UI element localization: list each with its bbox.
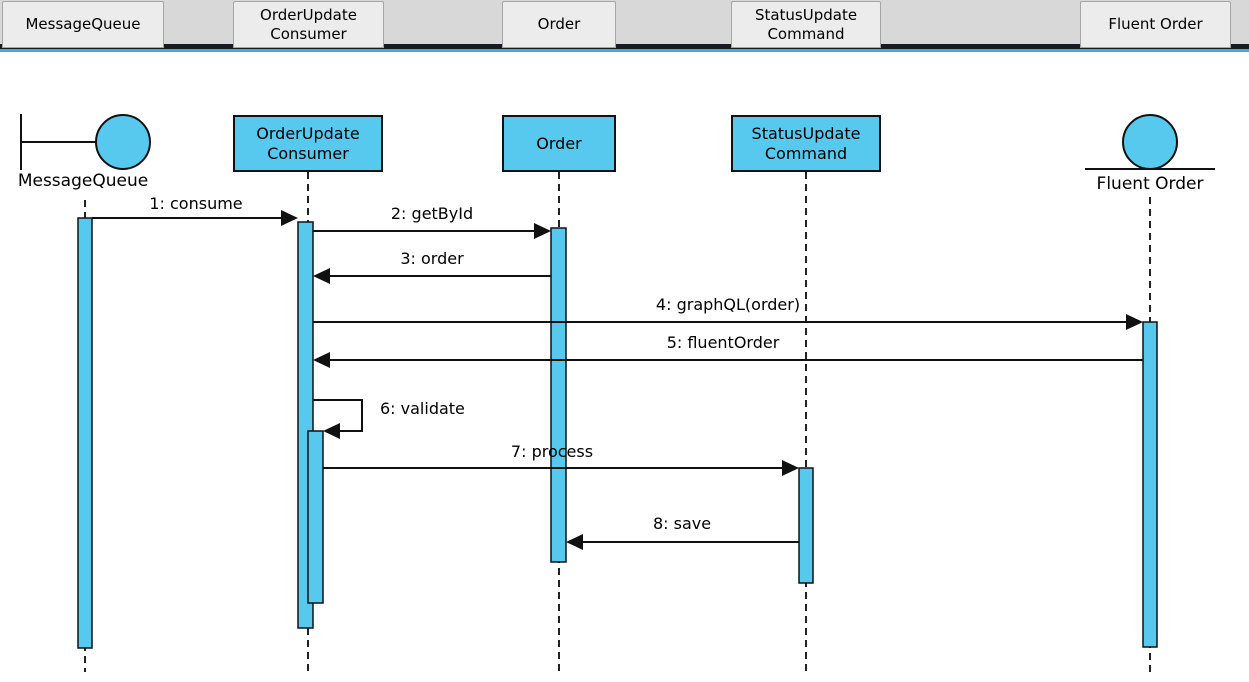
diagram-canvas <box>20 114 1215 672</box>
tab-order-update-consumer[interactable]: OrderUpdate Consumer <box>233 1 384 48</box>
activation-bar-order[interactable] <box>550 227 567 563</box>
tab-message-queue[interactable]: MessageQueue <box>2 1 164 48</box>
message-arrow-5-fluentorder[interactable] <box>313 352 1143 368</box>
message-arrow-7-process[interactable] <box>323 460 799 476</box>
arrowhead-icon <box>281 210 298 226</box>
message-label-6[interactable]: 6: validate <box>380 399 465 418</box>
message-arrow-6-validate-self[interactable] <box>313 399 363 439</box>
arrowhead-icon <box>566 534 583 550</box>
arrowhead-icon <box>534 223 551 239</box>
message-label-4[interactable]: 4: graphQL(order) <box>655 295 801 314</box>
activation-bar-message-queue[interactable] <box>77 217 93 649</box>
tab-fluent-order[interactable]: Fluent Order <box>1080 1 1231 48</box>
message-label-1[interactable]: 1: consume <box>149 194 243 213</box>
arrowhead-icon <box>313 352 330 368</box>
activation-bar-status-update-command[interactable] <box>798 467 814 584</box>
tab-status-update-command[interactable]: StatusUpdate Command <box>731 1 881 48</box>
message-label-2[interactable]: 2: getById <box>390 204 474 223</box>
tab-bar-accent-line <box>0 49 1249 52</box>
participant-box-order-update-consumer[interactable]: OrderUpdate Consumer <box>233 115 383 172</box>
message-label-7[interactable]: 7: process <box>510 442 594 461</box>
message-label-8[interactable]: 8: save <box>652 514 712 533</box>
arrowhead-icon <box>782 460 799 476</box>
participant-label-message-queue[interactable]: MessageQueue <box>17 171 149 191</box>
participant-label-fluent-order[interactable]: Fluent Order <box>1096 174 1204 194</box>
tab-order[interactable]: Order <box>502 1 616 48</box>
participant-box-status-update-command[interactable]: StatusUpdate Command <box>731 115 881 172</box>
activation-bar-fluent-order[interactable] <box>1142 321 1158 648</box>
message-label-5[interactable]: 5: fluentOrder <box>666 333 780 352</box>
activation-bar-order-update-consumer-nested[interactable] <box>307 430 324 604</box>
arrowhead-icon <box>1126 314 1143 330</box>
entity-symbol-fluent-order-icon[interactable] <box>1085 114 1215 170</box>
arrowhead-icon <box>323 423 340 439</box>
boundary-symbol-message-queue-icon[interactable] <box>20 114 151 170</box>
message-arrow-2-getbyid[interactable] <box>313 223 551 239</box>
participant-box-order[interactable]: Order <box>502 115 616 172</box>
message-label-3[interactable]: 3: order <box>400 249 464 268</box>
tab-bar-background <box>0 0 1249 44</box>
message-arrow-3-order[interactable] <box>313 268 551 284</box>
arrowhead-icon <box>313 268 330 284</box>
message-arrow-8-save[interactable] <box>566 534 799 550</box>
message-arrow-4-graphql-order[interactable] <box>313 314 1143 330</box>
message-arrow-1-consume[interactable] <box>92 210 298 226</box>
tab-bar-bottom-edge <box>0 44 1249 49</box>
